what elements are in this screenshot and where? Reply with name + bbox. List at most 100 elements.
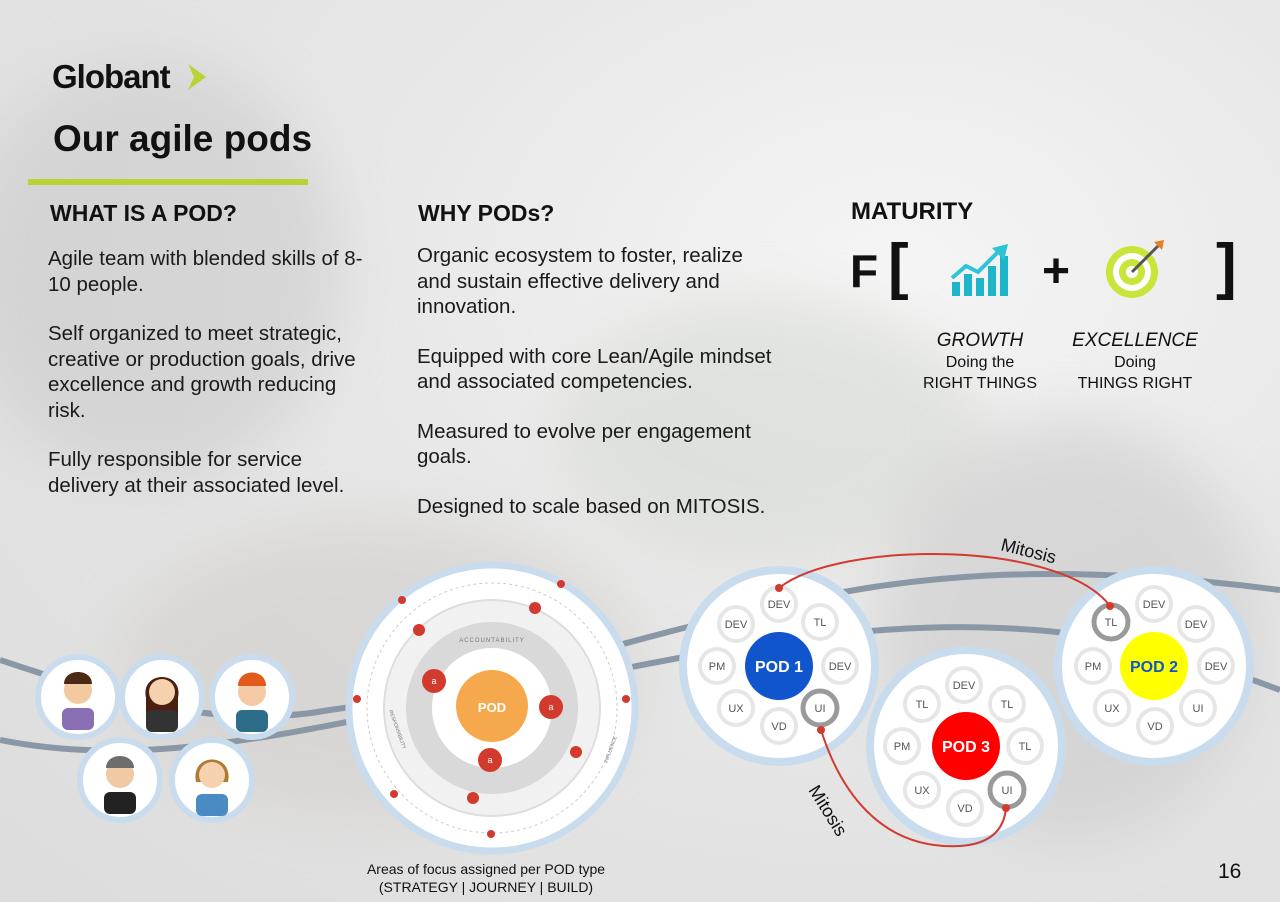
role-circle: [1074, 647, 1112, 685]
ring-label-accountability: ACCOUNTABILITY: [459, 638, 525, 644]
role-label: PM: [894, 741, 911, 753]
excellence-title: EXCELLENCE: [1072, 330, 1198, 351]
why-heading: WHY PODs?: [418, 200, 555, 226]
why-text: Organic ecosystem to foster, realize and…: [417, 243, 777, 543]
excellence-line-1: Doing: [1114, 354, 1156, 371]
what-paragraph-1: Agile team with blended skills of 8-10 p…: [48, 247, 363, 296]
mitosis-label-bottom: Mitosis: [805, 782, 852, 840]
role-label: DEV: [1143, 599, 1166, 611]
role-circle: [1006, 727, 1044, 765]
role-label: UI: [815, 703, 826, 715]
pod-badge: a: [539, 695, 563, 719]
orbit-dot: [353, 695, 361, 703]
avatar: [35, 654, 121, 740]
role-circle: [883, 727, 921, 765]
orbit-dot: [467, 792, 479, 804]
role-circle: [760, 707, 798, 745]
role-label: UX: [914, 785, 930, 797]
role-circle: [1179, 689, 1217, 727]
what-text: Agile team with blended skills of 8-10 p…: [48, 246, 378, 522]
role-circle: [1197, 647, 1235, 685]
role-circle: [717, 689, 755, 727]
growth-line-2: RIGHT THINGS: [922, 375, 1038, 392]
what-paragraph-3: Fully responsible for service delivery a…: [48, 448, 345, 497]
orbit-dot: [557, 580, 565, 588]
role-circle: [1135, 585, 1173, 623]
avatar: [119, 654, 205, 740]
role-circle: [800, 688, 840, 728]
pods-illustration: POD ACCOUNTABILITY RESPONSIBILITY INFLUE…: [0, 534, 1280, 855]
excellence-line-2: THINGS RIGHT: [1077, 375, 1193, 392]
orbit-dot: [398, 596, 406, 604]
mitosis-arc-bottom: [820, 729, 1007, 848]
why-paragraph-1: Organic ecosystem to foster, realize and…: [417, 244, 743, 318]
role-label: PM: [1085, 661, 1102, 673]
role-label: UX: [1104, 703, 1120, 715]
role-label: UX: [728, 703, 744, 715]
why-paragraph-4: Designed to scale based on MITOSIS.: [417, 494, 766, 518]
pod-core: [932, 712, 1000, 780]
role-label: TL: [814, 617, 827, 629]
pod-concentric-diagram: POD ACCOUNTABILITY RESPONSIBILITY INFLUE…: [345, 561, 639, 855]
role-label: VD: [771, 721, 786, 733]
growth-chart-icon: [950, 244, 1008, 296]
mitosis-dot: [817, 726, 825, 734]
orbit-dot: [622, 695, 630, 703]
role-label: DEV: [953, 680, 976, 692]
caption-line-2: (STRATEGY | JOURNEY | BUILD): [378, 879, 594, 895]
background-window-shape: [0, 60, 340, 480]
pod-name-label: POD 2: [1130, 659, 1178, 676]
role-label: PM: [709, 661, 726, 673]
role-label: DEV: [829, 661, 852, 673]
pod-badge: a: [478, 748, 502, 772]
svg-text:a: a: [431, 676, 436, 686]
role-label: TL: [1019, 741, 1032, 753]
orbit-dot: [529, 602, 541, 614]
role-label: TL: [1001, 699, 1014, 711]
mitosis-dot: [1106, 602, 1114, 610]
growth-title: GROWTH: [936, 330, 1024, 351]
mitosis-dot: [1002, 804, 1010, 812]
orbit-dot: [413, 624, 425, 636]
role-circle: [1177, 605, 1215, 643]
role-label: DEV: [1205, 661, 1228, 673]
role-circle: [821, 647, 859, 685]
caption-line-1: Areas of focus assigned per POD type: [366, 861, 606, 877]
title-underline: [28, 179, 308, 185]
page-number: 16: [1218, 860, 1242, 883]
avatar: [209, 654, 295, 740]
role-label: UI: [1002, 785, 1013, 797]
diagram-caption: Areas of focus assigned per POD type (ST…: [336, 860, 636, 896]
role-circle: [946, 789, 984, 827]
growth-line-1: Doing the: [945, 354, 1015, 371]
role-label: UI: [1193, 703, 1204, 715]
what-paragraph-2: Self organized to meet strategic, creati…: [48, 322, 356, 422]
formula-f: F: [850, 245, 879, 297]
logo-chevron-icon: [188, 64, 206, 90]
orbit-dot: [390, 790, 398, 798]
mitosis-arc-top: [778, 553, 1111, 607]
role-circle: [801, 603, 839, 641]
why-paragraph-3: Measured to evolve per engagement goals.: [417, 419, 751, 469]
open-bracket: [: [888, 232, 909, 301]
what-heading: WHAT IS A POD?: [50, 200, 237, 226]
pod-name-label: POD 3: [942, 739, 990, 756]
role-label: DEV: [768, 599, 791, 611]
why-paragraph-2: Equipped with core Lean/Agile mindset an…: [417, 344, 772, 394]
avatar: [77, 737, 163, 823]
plus-sign: +: [1042, 245, 1071, 298]
mitosis-label-top: Mitosis: [999, 534, 1058, 567]
role-label: TL: [1105, 617, 1118, 629]
mitosis-dot: [775, 584, 783, 592]
role-label: VD: [1147, 721, 1162, 733]
avatar: [169, 737, 255, 823]
pod-badge: a: [422, 669, 446, 693]
pod-center-label: POD: [478, 700, 506, 715]
role-circle: [988, 685, 1026, 723]
role-circle: [717, 605, 755, 643]
pod-name-label: POD 1: [755, 659, 803, 676]
